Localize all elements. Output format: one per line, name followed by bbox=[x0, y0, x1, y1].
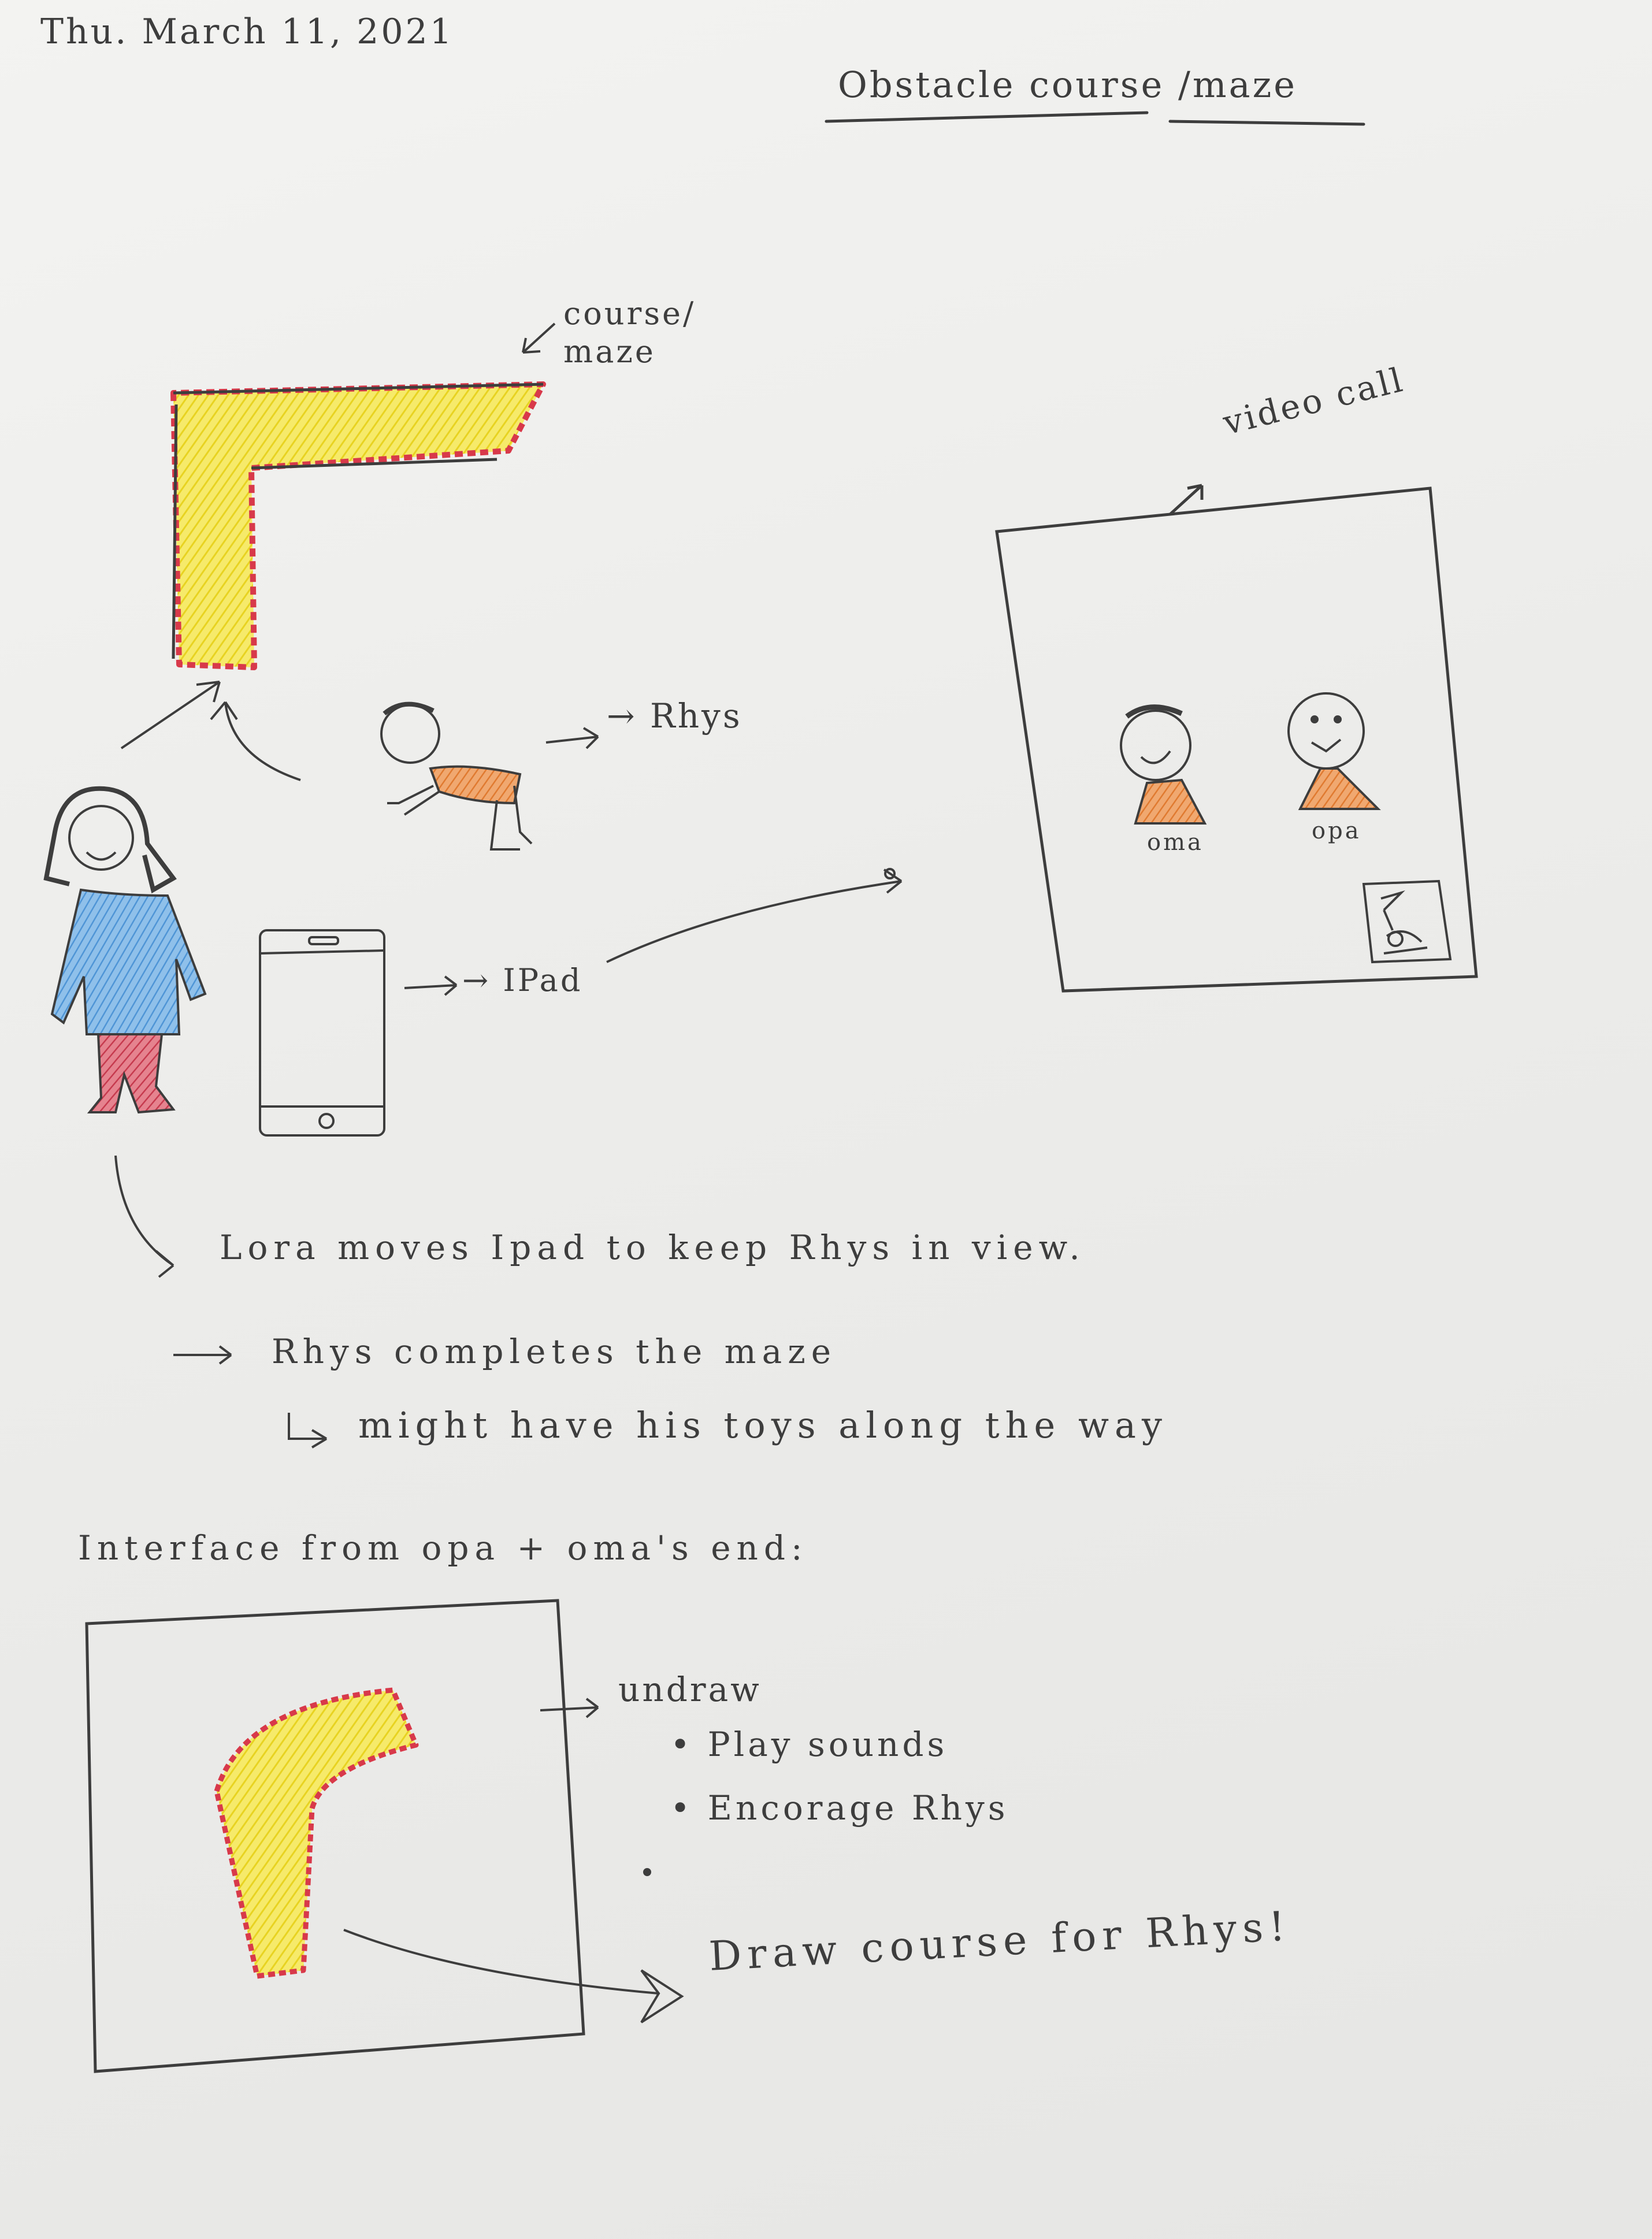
opa-label: opa bbox=[1312, 818, 1361, 844]
date-header: Thu. March 11, 2021 bbox=[40, 12, 454, 52]
rhys-label-arrow bbox=[545, 727, 599, 749]
note-line-rhys: Rhys completes the maze bbox=[272, 1332, 837, 1371]
course-label-arrow bbox=[522, 322, 556, 354]
ipad-to-videocall-arrow bbox=[606, 868, 903, 963]
interface-heading: Interface from opa + oma's end: bbox=[78, 1528, 808, 1568]
title-underline bbox=[825, 111, 1365, 126]
note-line-toys: might have his toys along the way bbox=[358, 1404, 1168, 1446]
self-view-thumbnail bbox=[1362, 879, 1452, 964]
bullet-undraw: undraw bbox=[618, 1670, 762, 1709]
ipad-label: → IPad bbox=[462, 962, 583, 998]
interface-course-drawing bbox=[214, 1687, 419, 1979]
rhys-figure bbox=[380, 701, 533, 851]
note-line-lora: Lora moves Ipad to keep Rhys in view. bbox=[220, 1228, 1086, 1267]
lora-figure bbox=[43, 786, 207, 1114]
oma-label: oma bbox=[1147, 829, 1204, 856]
bullet-play-sounds: • Play sounds bbox=[670, 1725, 948, 1764]
opa-figure bbox=[1287, 692, 1381, 810]
interface-frame bbox=[85, 1599, 585, 2073]
ipad-drawing bbox=[259, 929, 385, 1137]
lora-to-course-arrows bbox=[120, 681, 301, 781]
course-maze-drawing bbox=[170, 381, 546, 670]
ipad-label-arrow bbox=[404, 975, 458, 996]
lora-to-notes-arrow bbox=[114, 1155, 175, 1278]
note-arrows bbox=[173, 1345, 328, 1449]
course-maze-label: course/ maze bbox=[563, 295, 696, 370]
rhys-label: → Rhys bbox=[607, 696, 743, 736]
page-title: Obstacle course /maze bbox=[838, 64, 1298, 106]
interface-arrows bbox=[343, 1698, 684, 2023]
bullet-encourage-rhys: • Encorage Rhys bbox=[670, 1788, 1009, 1828]
video-call-frame bbox=[995, 484, 1478, 993]
oma-figure bbox=[1120, 704, 1207, 825]
